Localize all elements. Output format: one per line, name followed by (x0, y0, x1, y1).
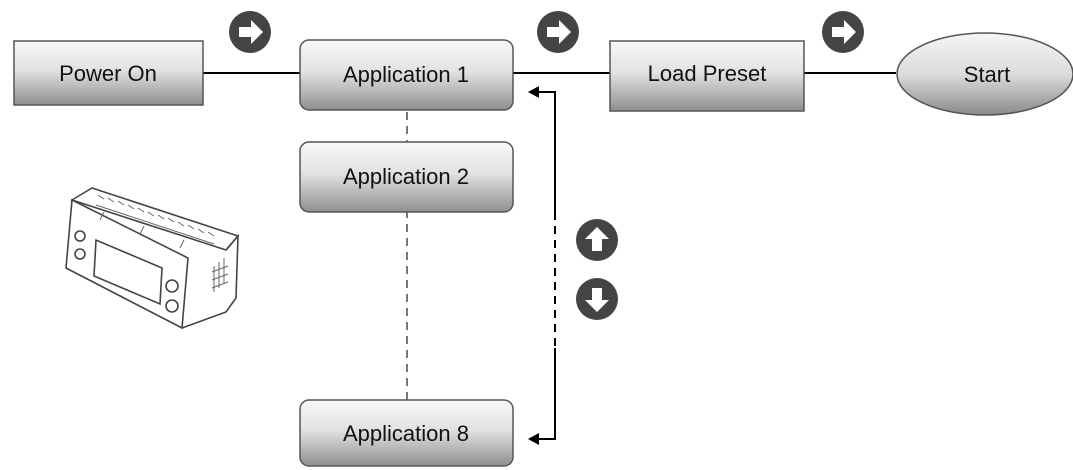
arrow-down-icon (576, 278, 618, 320)
node-application-2-label: Application 2 (343, 164, 469, 189)
node-start-label: Start (964, 62, 1010, 87)
arrow-up-icon (576, 219, 618, 261)
cycle-arrowhead-bottom (528, 433, 539, 445)
cycle-arrowhead-top (528, 86, 539, 98)
arrow-right-icon (537, 11, 579, 53)
node-start: Start (896, 32, 1073, 116)
arrow-right-icon (229, 11, 271, 53)
controller-device-icon (65, 187, 240, 330)
node-application-8-label: Application 8 (343, 421, 469, 446)
node-power-on: Power On (13, 40, 204, 106)
arrow-right-icon (822, 11, 864, 53)
node-power-on-label: Power On (59, 61, 157, 86)
node-application-2: Application 2 (299, 141, 514, 213)
node-application-1-label: Application 1 (343, 62, 469, 87)
node-load-preset: Load Preset (609, 40, 805, 112)
node-application-1: Application 1 (299, 39, 514, 111)
node-application-8: Application 8 (299, 399, 514, 467)
node-load-preset-label: Load Preset (648, 61, 767, 86)
